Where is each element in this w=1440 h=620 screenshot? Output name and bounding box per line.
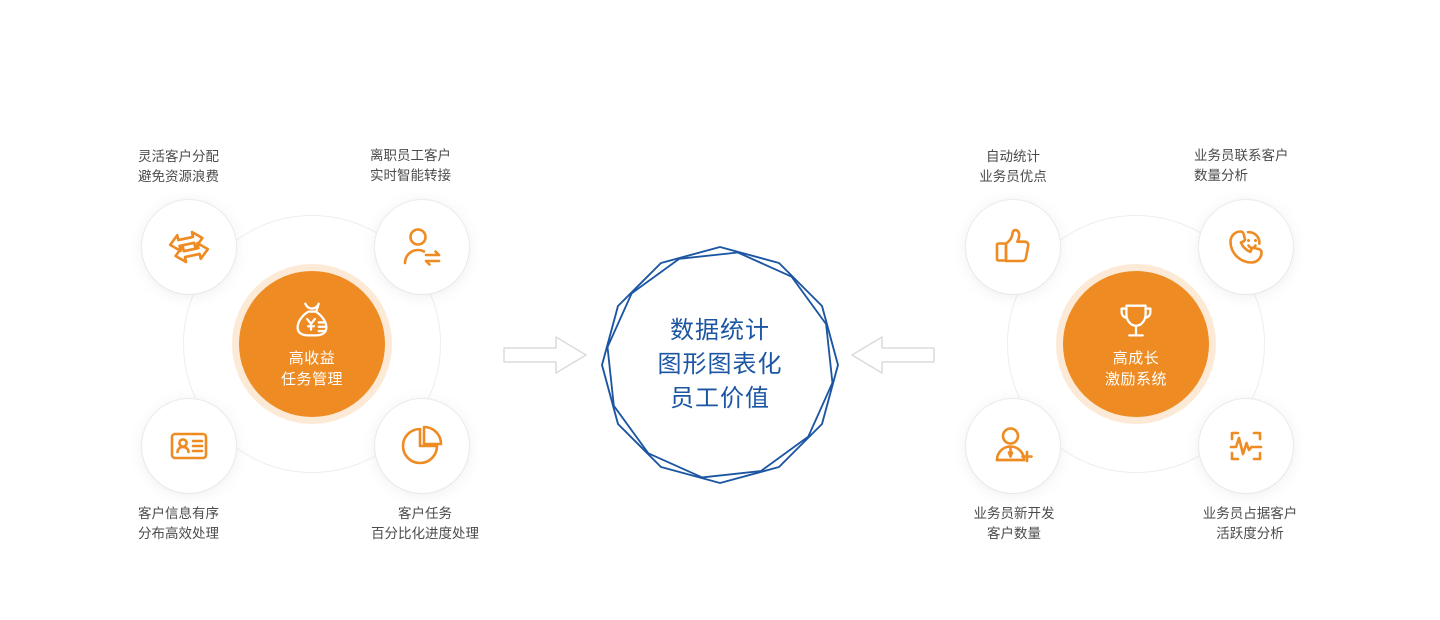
caption-left-bl: 客户信息有序 分布高效处理	[138, 506, 219, 541]
thumbs-up-icon	[995, 228, 1030, 263]
caption-left-tr: 离职员工客户 实时智能转接	[370, 148, 451, 183]
arrow-right-to-center	[848, 331, 938, 379]
cluster-right: 高成长 激励系统 自动统计 业务员优点	[966, 148, 1306, 541]
connector-ring	[1007, 215, 1265, 473]
satellite-right-br[interactable]	[1199, 399, 1293, 493]
caption-right-tr: 业务员联系客户 数量分析	[1194, 148, 1289, 183]
money-bag-yuan-icon	[296, 302, 328, 337]
caption-right-tl: 自动统计 业务员优点	[979, 149, 1047, 184]
hub-left-label: 高收益 任务管理	[280, 350, 343, 388]
satellite-right-tl[interactable]	[966, 200, 1060, 294]
caption-right-br: 业务员占据客户 活跃度分析	[1202, 506, 1298, 541]
caption-left-tl: 灵活客户分配 避免资源浪费	[138, 149, 219, 184]
satellite-right-bl[interactable]	[966, 399, 1060, 493]
phone-smile-icon	[1229, 230, 1263, 264]
satellite-left-tr[interactable]	[375, 200, 469, 294]
hub-left[interactable]: 高收益 任务管理	[239, 271, 385, 417]
satellite-left-bl[interactable]	[142, 399, 236, 493]
hub-right[interactable]: 高成长 激励系统	[1063, 271, 1209, 417]
dodecagon-outline-outer	[601, 246, 839, 484]
trophy-icon	[1120, 304, 1152, 337]
caption-right-bl: 业务员新开发 客户数量	[973, 506, 1055, 541]
arrow-left-icon	[851, 336, 935, 374]
user-add-icon	[995, 427, 1033, 463]
hub-right-label: 高成长 激励系统	[1104, 350, 1167, 388]
pulse-monitor-icon	[1229, 431, 1263, 461]
id-card-icon	[170, 432, 208, 460]
caption-left-br: 客户任务 百分比化进度处理	[371, 506, 479, 541]
cluster-left: 高收益 任务管理 灵活客户分配 避免资源浪费	[138, 148, 482, 541]
connector-ring	[183, 215, 441, 473]
satellite-left-br[interactable]	[375, 399, 469, 493]
pie-chart-icon	[401, 425, 443, 465]
center-node[interactable]: 数据统计 图形图表化 员工价值	[595, 240, 845, 490]
arrow-right-icon	[503, 336, 587, 374]
satellite-left-tl[interactable]	[142, 200, 236, 294]
exchange-arrows-icon	[168, 230, 210, 264]
center-label: 数据统计 图形图表化 员工价值	[657, 317, 783, 412]
user-transfer-icon	[403, 228, 441, 266]
satellite-right-tr[interactable]	[1199, 200, 1293, 294]
arrow-left-to-center	[500, 331, 590, 379]
